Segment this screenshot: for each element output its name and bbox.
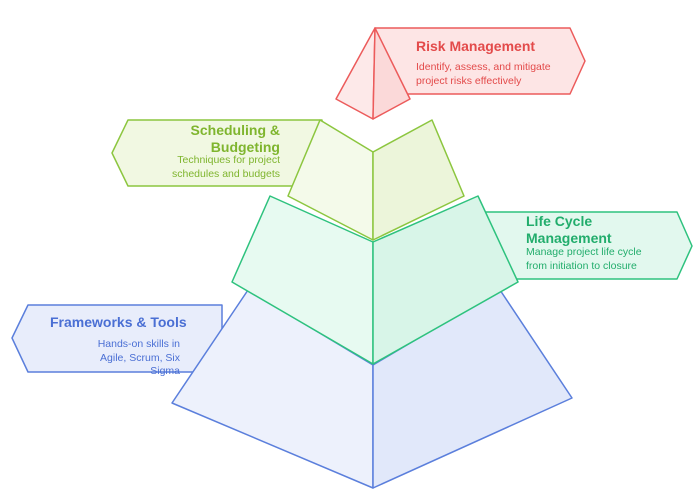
label-panel-scheduling	[111, 119, 323, 187]
risk-description: Identify, assess, and mitigate project r…	[416, 61, 551, 87]
pyramid-tier-lifecycle-right-face	[372, 195, 519, 365]
risk-title: Risk Management	[416, 38, 536, 54]
pyramid-tier-risk-right-face	[372, 27, 411, 120]
frameworks-title: Frameworks & Tools	[50, 314, 187, 330]
level-lifecycle	[231, 195, 693, 365]
level-risk	[335, 27, 586, 120]
lifecycle-title: Life Cycle Management	[526, 213, 612, 246]
label-panel-frameworks	[11, 304, 223, 373]
frameworks-description: Hands-on skills in Agile, Scrum, Six Sig…	[97, 338, 180, 378]
level-frameworks	[11, 289, 573, 489]
lifecycle-description: Manage project life cycle from initiatio…	[526, 246, 642, 272]
level-scheduling	[111, 119, 465, 241]
pyramid-tier-scheduling-right-face	[372, 119, 465, 241]
pyramid-tier-risk-left-face	[335, 27, 376, 120]
scheduling-description: Techniques for project schedules and bud…	[172, 154, 280, 180]
scheduling-title: Scheduling & Budgeting	[190, 122, 280, 155]
